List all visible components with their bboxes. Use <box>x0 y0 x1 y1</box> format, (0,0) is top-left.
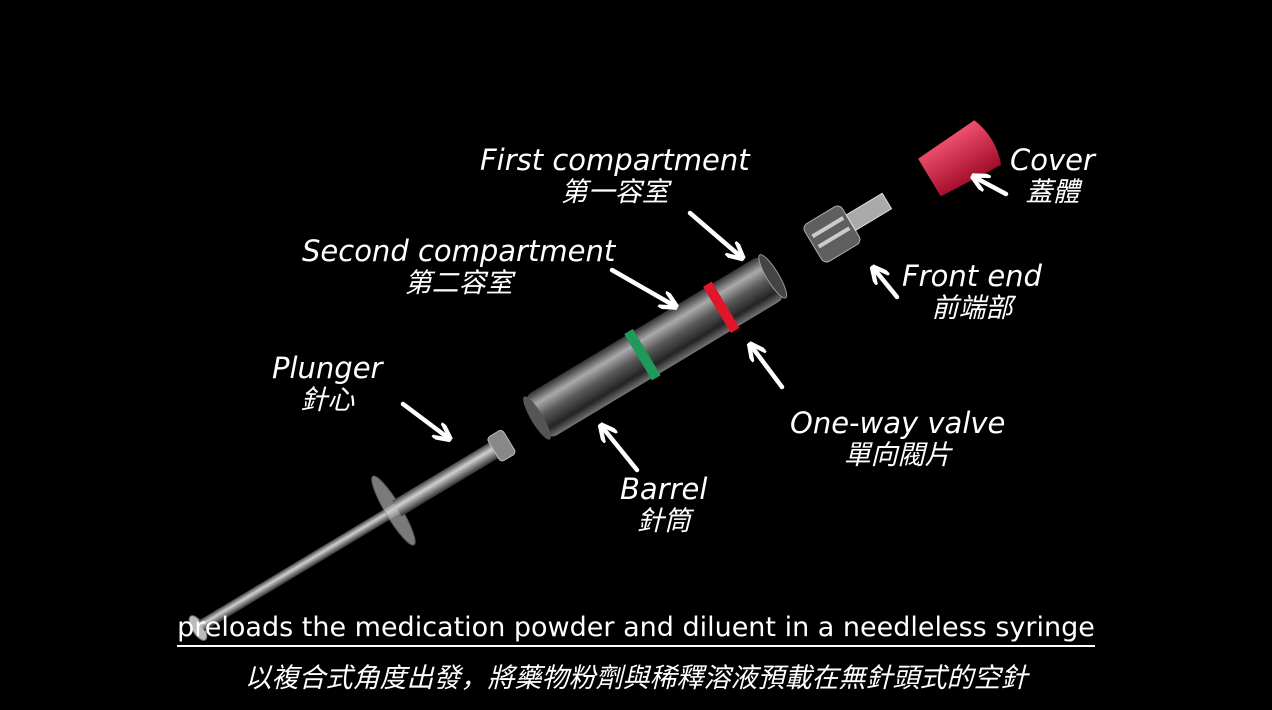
label-front-end-zh: 前端部 <box>931 293 1013 325</box>
subtitle-english-text: preloads the medication powder and dilue… <box>177 612 1095 647</box>
label-one-way-valve: One-way valve 單向閥片 <box>790 406 1006 472</box>
label-front-end: Front end 前端部 <box>902 259 1042 325</box>
label-second-compartment: Second compartment 第二容室 <box>302 234 616 300</box>
label-second-compartment-zh: 第二容室 <box>404 268 513 300</box>
label-cover: Cover 蓋體 <box>1010 143 1095 209</box>
label-plunger-zh: 針心 <box>300 385 355 417</box>
green-ring <box>624 328 661 381</box>
red-ring <box>703 281 740 333</box>
label-cover-zh: 蓋體 <box>1025 177 1080 209</box>
arrows <box>400 178 1009 473</box>
arrow-plunger <box>400 401 447 437</box>
label-barrel-zh: 針筒 <box>636 506 691 538</box>
arrow-second-compartment <box>609 267 673 305</box>
arrow-one-way-valve <box>752 347 785 390</box>
front-end-part <box>803 192 893 263</box>
label-one-way-valve-zh: 單向閥片 <box>843 440 952 472</box>
subtitle-chinese: 以複合式角度出發，將藥物粉劑與稀釋溶液預載在無針頭式的空針 <box>244 663 1028 694</box>
label-plunger-en: Plunger <box>272 351 383 385</box>
label-one-way-valve-en: One-way valve <box>790 406 1006 440</box>
cover-part <box>918 120 1002 197</box>
label-front-end-en: Front end <box>902 259 1042 293</box>
arrow-front-end <box>875 270 900 300</box>
barrel-part <box>523 254 788 440</box>
label-second-compartment-en: Second compartment <box>302 234 616 268</box>
arrow-barrel <box>603 428 640 473</box>
label-barrel-en: Barrel <box>620 472 708 506</box>
label-first-compartment: First compartment 第一容室 <box>480 143 750 209</box>
plunger-part <box>188 430 516 641</box>
arrow-first-compartment <box>687 210 740 256</box>
label-first-compartment-en: First compartment <box>480 143 750 177</box>
arrow-cover <box>976 178 1009 197</box>
label-plunger: Plunger 針心 <box>272 351 383 417</box>
label-barrel: Barrel 針筒 <box>620 472 708 538</box>
label-cover-en: Cover <box>1010 143 1095 177</box>
subtitle-english: preloads the medication powder and dilue… <box>0 612 1272 647</box>
label-first-compartment-zh: 第一容室 <box>560 177 669 209</box>
